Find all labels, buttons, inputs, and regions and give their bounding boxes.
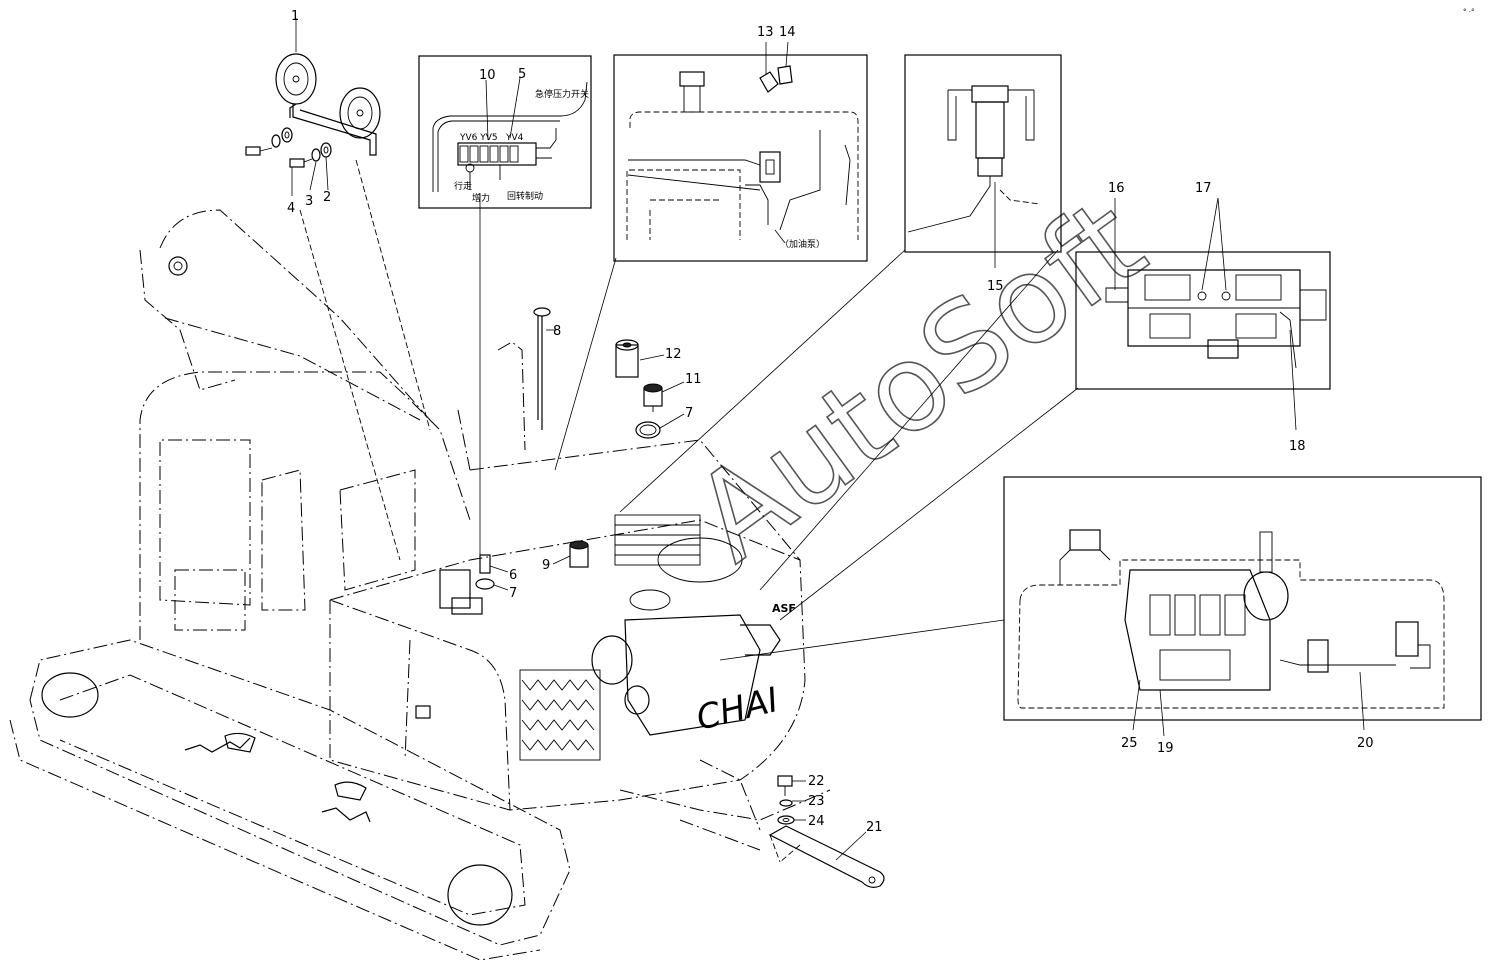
watermark: AutoSoft [670, 172, 1170, 589]
callout-19: 19 [1157, 741, 1174, 756]
valve-bottom-label-1: 行走 [454, 180, 472, 192]
valve-bottom-label-3: 回转制动 [507, 190, 543, 202]
callout-10: 10 [479, 68, 496, 83]
engine-brand-label: CHAI [693, 680, 783, 739]
valve-detail-box [418, 55, 592, 560]
bracket-assembly [768, 775, 885, 888]
dipstick-part [533, 307, 556, 430]
callout-15: 15 [987, 279, 1004, 294]
valve-bottom-label-2: 增力 [472, 192, 490, 204]
callout-21: 21 [866, 820, 883, 835]
callout-13: 13 [757, 25, 774, 40]
callout-3: 3 [305, 194, 313, 209]
callout-4: 4 [287, 201, 295, 216]
callout-2: 2 [323, 190, 331, 205]
horn-assembly [245, 18, 381, 196]
valve-tag-2: YV4 [505, 133, 524, 143]
pump-detail-box [779, 197, 1331, 621]
cab-tag-label: ASF [772, 602, 796, 615]
callout-1: 1 [291, 9, 299, 24]
callout-23: 23 [808, 794, 825, 809]
callout-24: 24 [808, 814, 825, 829]
callout-18: 18 [1289, 439, 1306, 454]
corner-mark: ° ·° [1463, 8, 1474, 16]
fuel-pump-label: （加油泵） [780, 238, 825, 250]
callout-20: 20 [1357, 736, 1374, 751]
callout-7-bottom: 7 [509, 586, 517, 601]
engine-detail-box [719, 476, 1482, 737]
valve-title-label: 急停压力开关 [535, 88, 589, 100]
callout-14: 14 [779, 25, 796, 40]
fuel-tank-detail-box [554, 41, 868, 471]
excavator-body: CHAI ASF [9, 209, 831, 961]
valve-tag-1: YV6 YV5 [459, 133, 498, 143]
callout-22: 22 [808, 774, 825, 789]
sensor-11 [643, 381, 685, 412]
oring-7 [635, 413, 685, 439]
callout-25: 25 [1121, 736, 1138, 751]
switch-9 [552, 540, 589, 568]
filter-detail-box [619, 54, 1062, 591]
callout-7-top: 7 [685, 406, 693, 421]
watermark-text: AutoSoft [670, 173, 1169, 588]
callout-16: 16 [1108, 181, 1125, 196]
callout-9: 9 [542, 558, 550, 573]
callout-11: 11 [685, 372, 702, 387]
callout-12: 12 [665, 347, 682, 362]
callout-17: 17 [1195, 181, 1212, 196]
pressure-switch-12 [615, 339, 665, 378]
callout-6: 6 [509, 568, 517, 583]
sensor-6 [475, 554, 509, 591]
callout-8: 8 [553, 324, 561, 339]
callout-5: 5 [518, 67, 526, 82]
